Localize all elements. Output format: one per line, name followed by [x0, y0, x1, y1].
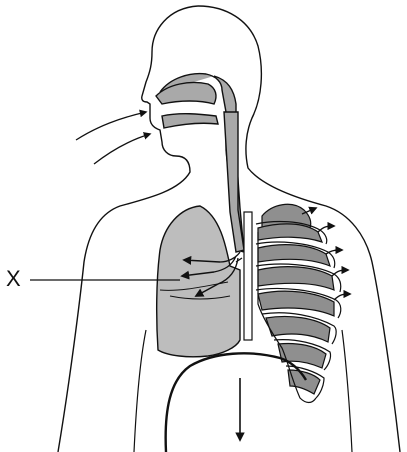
rib-arrow-3	[326, 250, 342, 254]
arm-line	[134, 330, 146, 452]
arm-line-right	[342, 330, 352, 452]
rib-arrow-4	[332, 270, 348, 276]
air-in-arrow-upper	[76, 112, 146, 140]
rib-7	[288, 370, 320, 394]
sternum	[244, 212, 252, 340]
trachea	[224, 112, 244, 252]
air-in-arrow-lower	[94, 134, 150, 164]
rib-arrow-5	[334, 294, 350, 300]
lung-left	[157, 206, 240, 357]
label-x: X	[6, 266, 21, 292]
rib-arrow-2	[318, 226, 334, 232]
diaphragm	[166, 353, 306, 452]
mouth-passage	[162, 114, 218, 128]
